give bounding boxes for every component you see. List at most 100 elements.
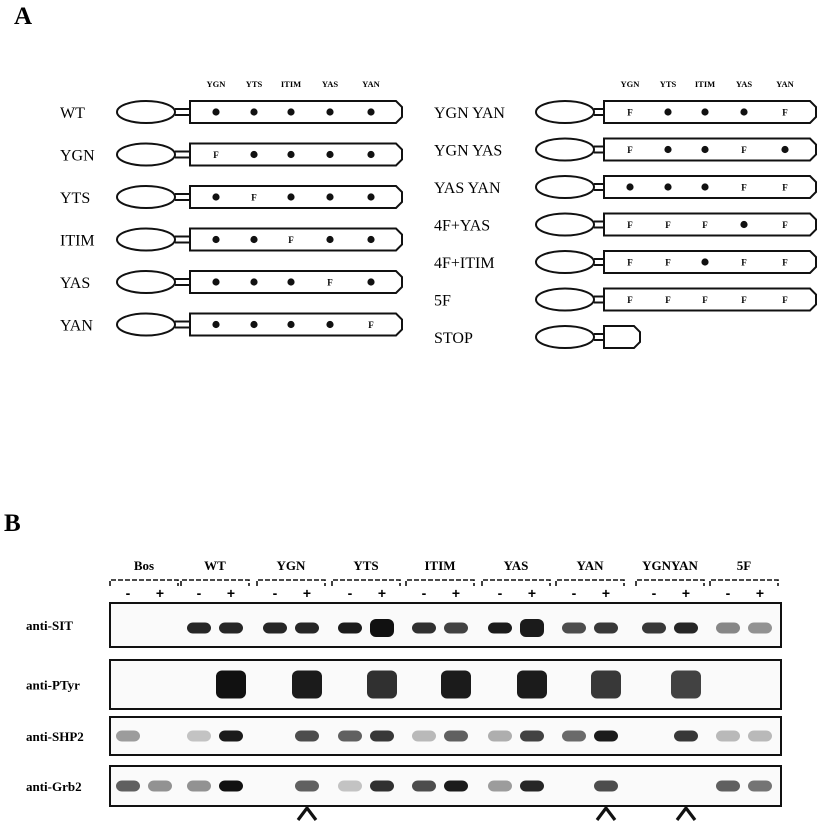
blot-band xyxy=(520,619,544,637)
tyrosine-site-dot xyxy=(367,193,375,201)
plus-label: + xyxy=(227,585,235,601)
cytoplasmic-tail xyxy=(603,212,817,237)
blot-band xyxy=(219,730,243,742)
construct-label: 4F+YAS xyxy=(434,218,490,235)
minus-label: - xyxy=(572,585,577,601)
tyrosine-site-dot xyxy=(326,320,334,329)
lane-header: YGN xyxy=(277,558,307,573)
construct-label: YGN YAS xyxy=(434,143,502,160)
construct-label: YGN YAN xyxy=(434,105,505,122)
plus-label: + xyxy=(528,585,536,601)
construct-label: YAS xyxy=(60,275,90,292)
mutated-site-f: F xyxy=(702,220,708,230)
lane-bracket xyxy=(109,579,179,586)
site-header-yan: YAN xyxy=(776,79,794,89)
mutated-site-f: F xyxy=(627,108,633,118)
mutated-site-f: F xyxy=(782,295,788,305)
blot-band xyxy=(367,670,397,699)
extracellular-domain xyxy=(535,250,595,274)
tyrosine-site-dot xyxy=(287,108,295,116)
mutated-site-f: F xyxy=(288,235,294,245)
mutated-site-f: F xyxy=(741,258,747,268)
blot-band xyxy=(671,670,701,699)
tyrosine-site-dot xyxy=(287,278,295,286)
blot-band xyxy=(748,622,772,634)
lane-bracket xyxy=(481,579,551,586)
blot-band xyxy=(562,730,586,742)
blot-band xyxy=(642,622,666,634)
blot-band xyxy=(295,780,319,792)
minus-label: - xyxy=(273,585,278,601)
lane-header: ITIM xyxy=(424,558,455,573)
blot-band xyxy=(488,622,512,634)
minus-label: - xyxy=(726,585,731,601)
blot-band xyxy=(716,622,740,634)
blot-band xyxy=(338,780,362,792)
tyrosine-site-dot xyxy=(250,108,258,116)
lane-header: Bos xyxy=(134,558,154,573)
plus-label: + xyxy=(452,585,460,601)
construct-label: YGN xyxy=(60,148,95,165)
extracellular-domain xyxy=(535,287,595,312)
cytoplasmic-tail xyxy=(603,175,817,199)
tyrosine-site-dot xyxy=(701,145,709,154)
mutated-site-f: F xyxy=(665,258,671,268)
construct-label: ITIM xyxy=(60,233,95,250)
cytoplasmic-tail xyxy=(603,137,817,162)
blot-band xyxy=(370,619,394,637)
blot-band xyxy=(488,730,512,742)
construct-label: WT xyxy=(60,105,85,122)
lane-bracket xyxy=(635,579,705,586)
cytoplasmic-tail xyxy=(603,250,817,274)
tyrosine-site-dot xyxy=(701,183,709,191)
extracellular-domain xyxy=(116,142,176,167)
lane-bracket xyxy=(180,579,250,586)
blot-label: anti-Grb2 xyxy=(26,779,82,794)
tyrosine-site-dot xyxy=(250,235,258,244)
mutated-site-f: F xyxy=(741,183,747,193)
blot-band xyxy=(412,780,436,792)
site-header-yts: YTS xyxy=(660,79,677,89)
mutated-site-f: F xyxy=(213,150,219,160)
minus-label: - xyxy=(652,585,657,601)
lane-header: YGNYAN xyxy=(642,558,698,573)
construct-label: YAN xyxy=(60,318,93,335)
blot-band xyxy=(748,780,772,792)
tyrosine-site-dot xyxy=(326,150,334,159)
tyrosine-site-dot xyxy=(212,193,220,201)
blot-band xyxy=(517,670,547,699)
lane-bracket xyxy=(555,579,625,586)
site-header-ygn: YGN xyxy=(207,79,227,89)
extracellular-domain xyxy=(116,312,176,337)
tyrosine-site-dot xyxy=(664,145,672,154)
mutated-site-f: F xyxy=(327,278,333,288)
tyrosine-site-dot xyxy=(212,320,220,329)
cytoplasmic-tail xyxy=(603,287,817,312)
mutated-site-f: F xyxy=(368,320,374,330)
tyrosine-site-dot xyxy=(367,235,375,244)
mutated-site-f: F xyxy=(741,145,747,155)
lane-bracket xyxy=(405,579,475,586)
plus-label: + xyxy=(378,585,386,601)
blot-band xyxy=(594,730,618,742)
mutated-site-f: F xyxy=(741,295,747,305)
tyrosine-site-dot xyxy=(287,193,295,201)
blot-band xyxy=(674,622,698,634)
minus-label: - xyxy=(348,585,353,601)
panel-b-letter: B xyxy=(4,510,21,537)
plus-label: + xyxy=(602,585,610,601)
tyrosine-site-dot xyxy=(212,235,220,244)
cytoplasmic-tail xyxy=(189,312,403,337)
tyrosine-site-dot xyxy=(212,278,220,286)
construct-label: 4F+ITIM xyxy=(434,255,495,272)
lane-bracket xyxy=(709,579,779,586)
extracellular-domain xyxy=(116,100,176,124)
tyrosine-site-dot xyxy=(664,183,672,191)
extracellular-domain xyxy=(535,325,595,349)
lane-header: YAN xyxy=(577,558,605,573)
cytoplasmic-tail xyxy=(189,100,403,124)
tyrosine-site-dot xyxy=(740,108,748,116)
construct-label: STOP xyxy=(434,330,473,347)
blot-band xyxy=(219,622,243,634)
